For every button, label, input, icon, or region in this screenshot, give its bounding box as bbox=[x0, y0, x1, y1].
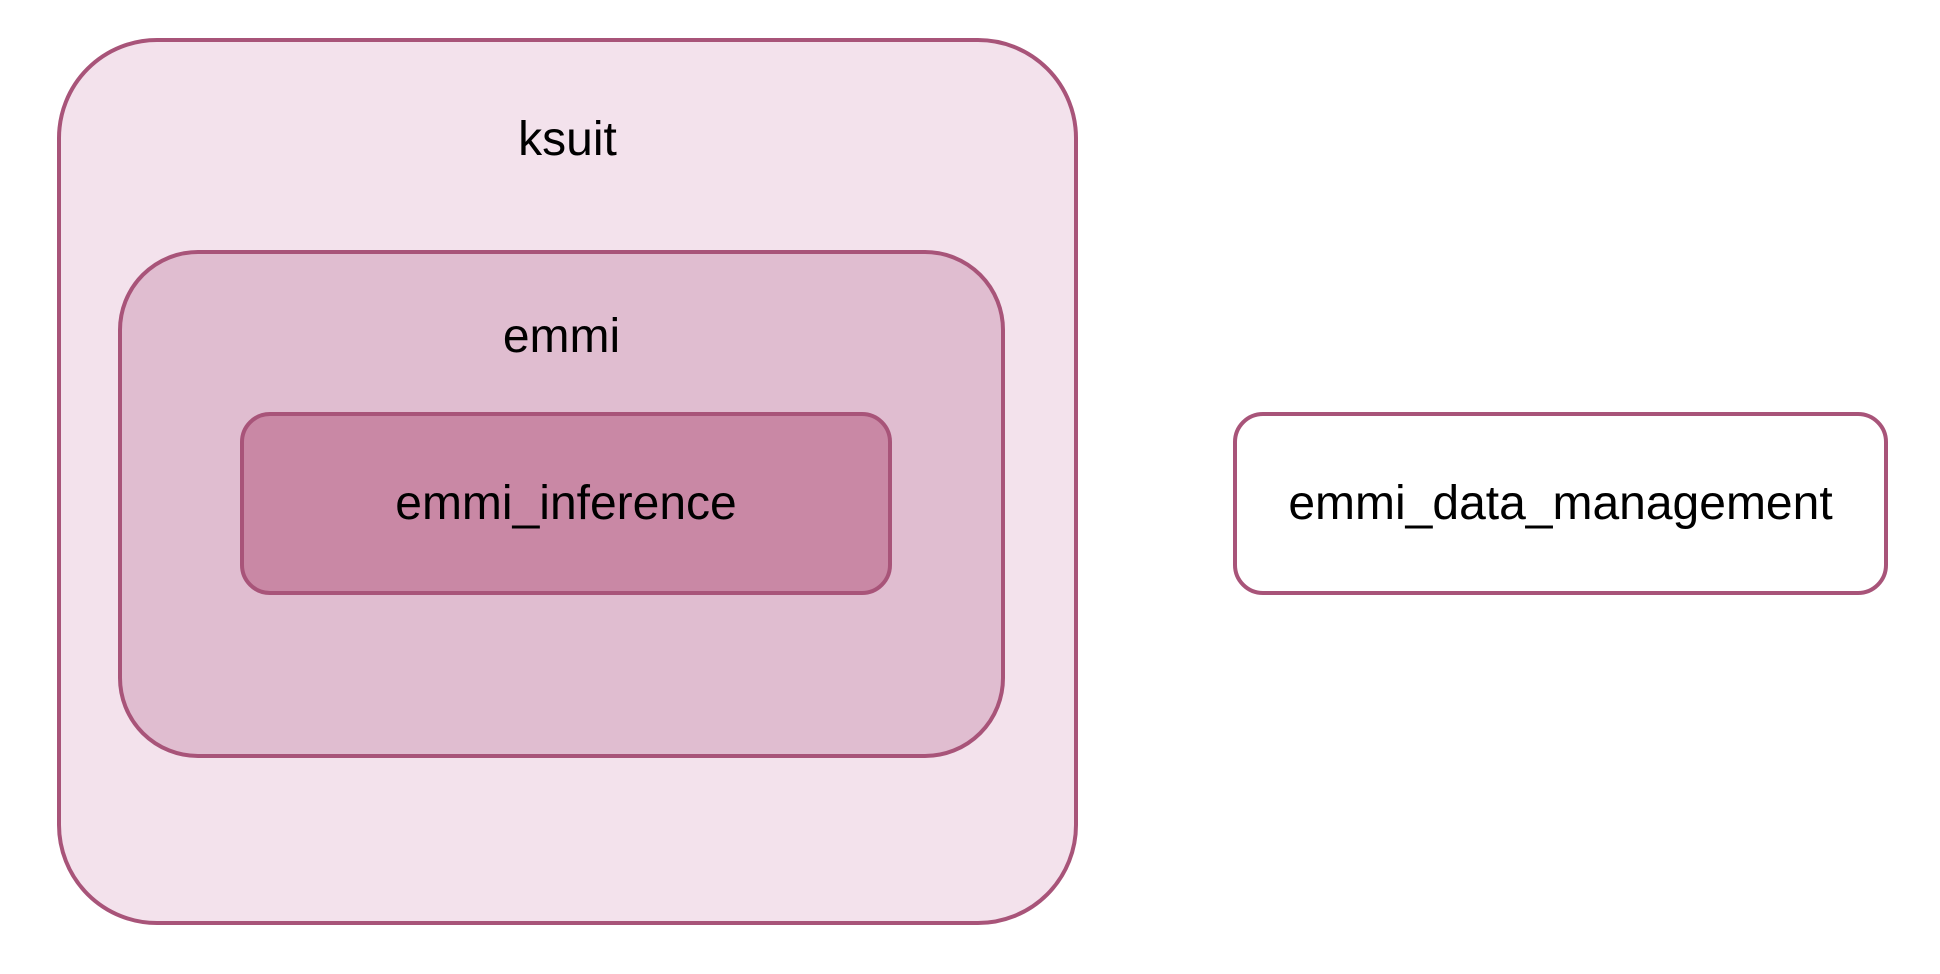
node-emmi-data-management: emmi_data_management bbox=[1233, 412, 1888, 595]
node-emmi-inference-label: emmi_inference bbox=[395, 476, 737, 530]
group-emmi: emmi emmi_inference bbox=[118, 250, 1005, 758]
group-emmi-label: emmi bbox=[502, 310, 621, 363]
group-ksuit-label: ksuit bbox=[518, 113, 617, 166]
node-emmi-data-management-label: emmi_data_management bbox=[1288, 476, 1833, 530]
group-ksuit: ksuit emmi emmi_inference bbox=[57, 38, 1078, 925]
node-emmi-inference: emmi_inference bbox=[240, 412, 892, 595]
